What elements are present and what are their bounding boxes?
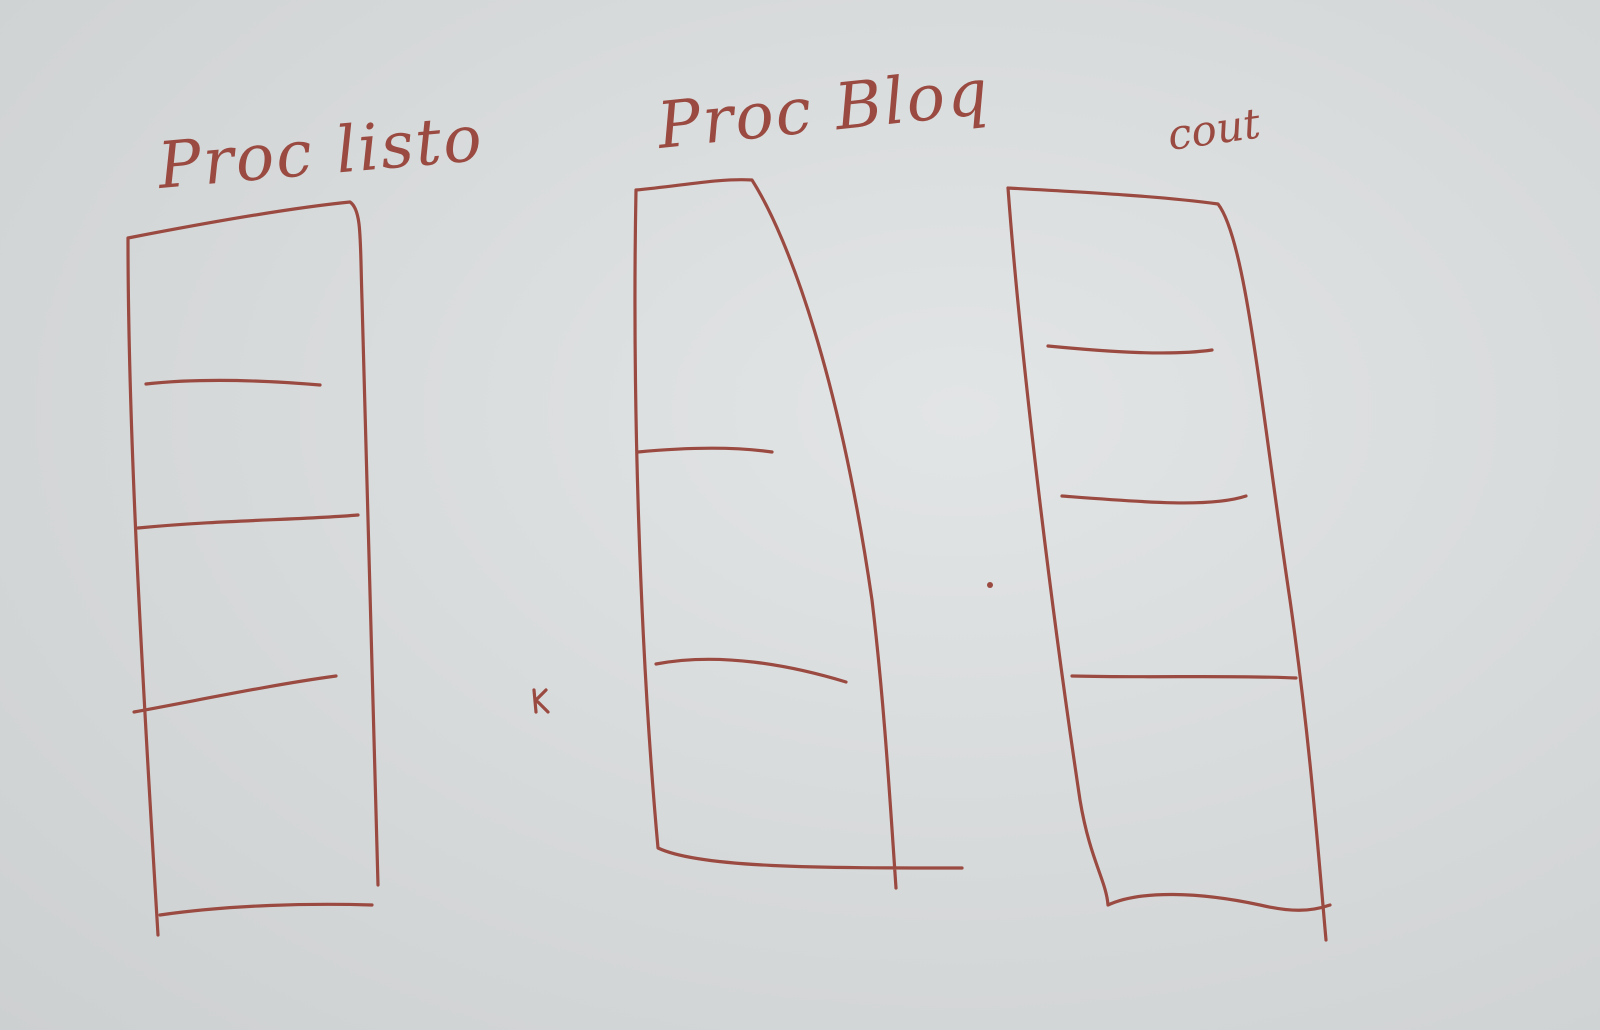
column-2-outline	[633, 178, 964, 890]
column-1-divider-3	[132, 674, 338, 714]
column-3-divider-1	[1046, 344, 1214, 355]
list-column-proc-listo: Proc listo	[126, 102, 487, 937]
column-3-divider-3	[1070, 674, 1298, 680]
column-1-divider-4	[158, 902, 374, 917]
column-3-outline	[1006, 186, 1332, 942]
column-2-divider-2	[654, 657, 848, 684]
list-column-cout: cout	[1006, 98, 1332, 942]
column-1-divider-1	[144, 378, 322, 387]
column-3-divider-2	[1060, 494, 1248, 505]
label-cout: cout	[1165, 98, 1264, 159]
stray-mark	[532, 688, 550, 714]
column-1-divider-2	[136, 513, 360, 530]
column-1-outline	[126, 200, 380, 937]
column-2-divider-1	[636, 446, 774, 454]
label-proc-bloq: Proc Bloq	[653, 55, 993, 164]
list-column-proc-bloq: Proc Bloq	[633, 55, 993, 890]
label-proc-listo: Proc listo	[154, 102, 487, 204]
stray-dot	[987, 582, 993, 588]
